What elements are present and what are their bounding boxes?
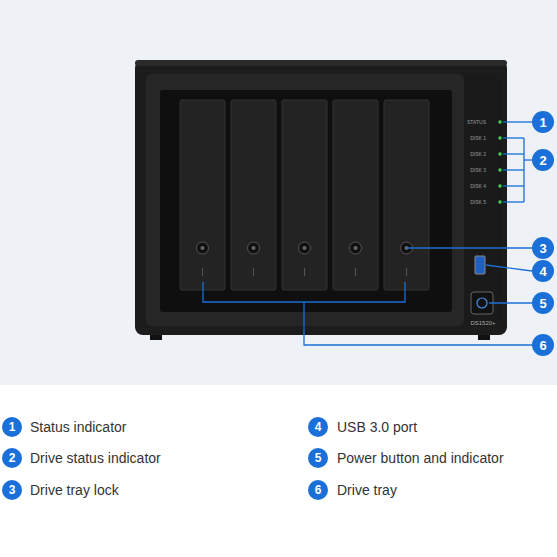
callout-circle (308, 417, 328, 437)
callout-circle (2, 480, 22, 500)
callout-number: 6 (532, 334, 554, 356)
front-frame (146, 74, 464, 326)
callout-number: 1 (2, 417, 22, 437)
callout-number: 4 (308, 417, 328, 437)
callout-circle (532, 260, 554, 282)
led-label: DISK 3 (470, 168, 486, 173)
model-label: DS1520+ (470, 320, 495, 326)
callout-number: 3 (2, 480, 22, 500)
callout-circle (308, 480, 328, 500)
part-description: Drive status indicator (30, 451, 161, 465)
callout-number: 4 (532, 260, 554, 282)
part-description: Status indicator (30, 420, 127, 434)
callout-number: 5 (532, 292, 554, 314)
callout-number: 2 (2, 448, 22, 468)
led-label: STATUS (467, 120, 486, 125)
drive-trays (180, 100, 429, 290)
callout-number: 1 (532, 111, 554, 133)
callout-circle (532, 237, 554, 259)
background-panel (0, 0, 557, 385)
callout-circle (2, 417, 22, 437)
nas-body (135, 60, 507, 335)
drive-bay (160, 90, 452, 312)
callout-number: 2 (532, 149, 554, 171)
callout-circle (532, 334, 554, 356)
callout-number: 5 (308, 448, 328, 468)
power-symbol (477, 298, 487, 308)
nas-top-edge (135, 60, 507, 66)
led-label: DISK 4 (470, 184, 486, 189)
leader-lines (203, 122, 532, 345)
led-label: DISK 1 (470, 136, 486, 141)
led-lights (498, 120, 502, 204)
part-description: Drive tray (337, 483, 397, 497)
foot (478, 335, 490, 340)
callout-circle (532, 292, 554, 314)
callout-circle (2, 448, 22, 468)
callout-circle (532, 149, 554, 171)
led-label: DISK 5 (470, 200, 486, 205)
callout-number: 3 (532, 237, 554, 259)
part-description: Power button and indicator (337, 451, 504, 465)
callout-number: 6 (308, 480, 328, 500)
callout-circle (532, 111, 554, 133)
part-description: Drive tray lock (30, 483, 119, 497)
part-description: USB 3.0 port (337, 420, 417, 434)
side-panel (464, 74, 502, 326)
led-label: DISK 2 (470, 152, 486, 157)
foot (150, 335, 162, 340)
callout-circle (308, 448, 328, 468)
usb-port (475, 256, 485, 274)
